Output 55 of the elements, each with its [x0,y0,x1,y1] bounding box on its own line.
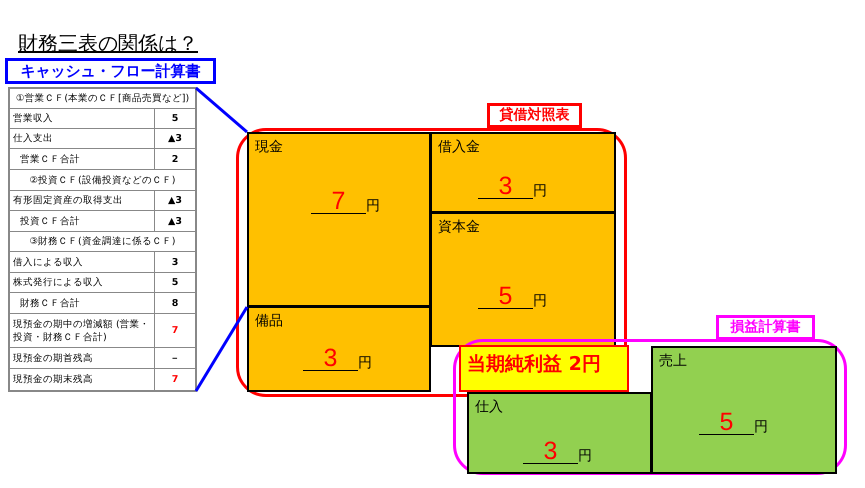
table-cell: 3 [154,252,196,272]
table-header-cell: ③財務ＣＦ(資金調達に係るＣＦ) [10,232,196,252]
amount-blank: 7 [311,189,366,214]
table-cell: 7 [154,314,196,348]
amount-blank: 3 [478,174,533,199]
currency-unit: 円 [578,448,592,464]
table-cell: ▲3 [154,190,196,210]
account-box [247,306,431,392]
account-box [467,392,652,474]
currency-unit: 円 [754,419,768,435]
account-box [430,212,616,347]
account-name: 備品 [255,313,283,329]
currency-unit: 円 [533,293,547,309]
amount-blank: 5 [478,284,533,309]
account-box [430,132,616,213]
account-name: 売上 [659,353,687,369]
account-box [651,346,837,474]
connector-line [194,306,248,392]
table-cell: 5 [154,108,196,128]
table-cell: 現預金の期中の増減額 (営業・投資・財務ＣＦ合計) [10,314,154,348]
table-cell: 借入による収入 [10,252,154,272]
currency-unit: 円 [358,355,372,371]
title: 財務三表の関係は？ [18,30,198,57]
table-cell: 財務ＣＦ合計 [10,292,154,314]
table-cell: ▲3 [154,210,196,232]
table-cell: 現預金の期首残高 [10,348,154,368]
table-cell: 7 [154,368,196,390]
table-cell: 5 [154,272,196,292]
account-name: 仕入 [475,399,503,415]
currency-unit: 円 [533,183,547,199]
amount-blank: 5 [699,410,754,435]
heading-box: キャッシュ・フロー計算書 [5,58,216,84]
table-header-cell: ①営業ＣＦ(本業のＣＦ[商品売買など]) [10,88,196,108]
net-income-box: 当期純利益 2円 [459,345,629,392]
account-name: 現金 [255,139,283,155]
table-cell: 営業ＣＦ合計 [10,148,154,170]
table-cell: 投資ＣＦ合計 [10,210,154,232]
account-box [247,132,431,307]
table-cell: － [154,348,196,368]
table-cell: ▲3 [154,128,196,148]
table-cell: 有形固定資産の取得支出 [10,190,154,210]
statement-title: 貸借対照表 [487,103,582,128]
table-cell: 8 [154,292,196,314]
account-name: 資本金 [438,219,480,235]
table-cell: 株式発行による収入 [10,272,154,292]
currency-unit: 円 [366,198,380,214]
table-cell: 仕入支出 [10,128,154,148]
amount-blank: 3 [303,346,358,371]
amount-blank: 3 [523,439,578,464]
table-cell: 営業収入 [10,108,154,128]
account-name: 借入金 [438,139,480,155]
statement-title: 損益計算書 [716,315,815,340]
table-cell: 2 [154,148,196,170]
table-cell: 現預金の期末残高 [10,368,154,390]
table-header-cell: ②投資ＣＦ(設備投資などのＣＦ) [10,170,196,190]
